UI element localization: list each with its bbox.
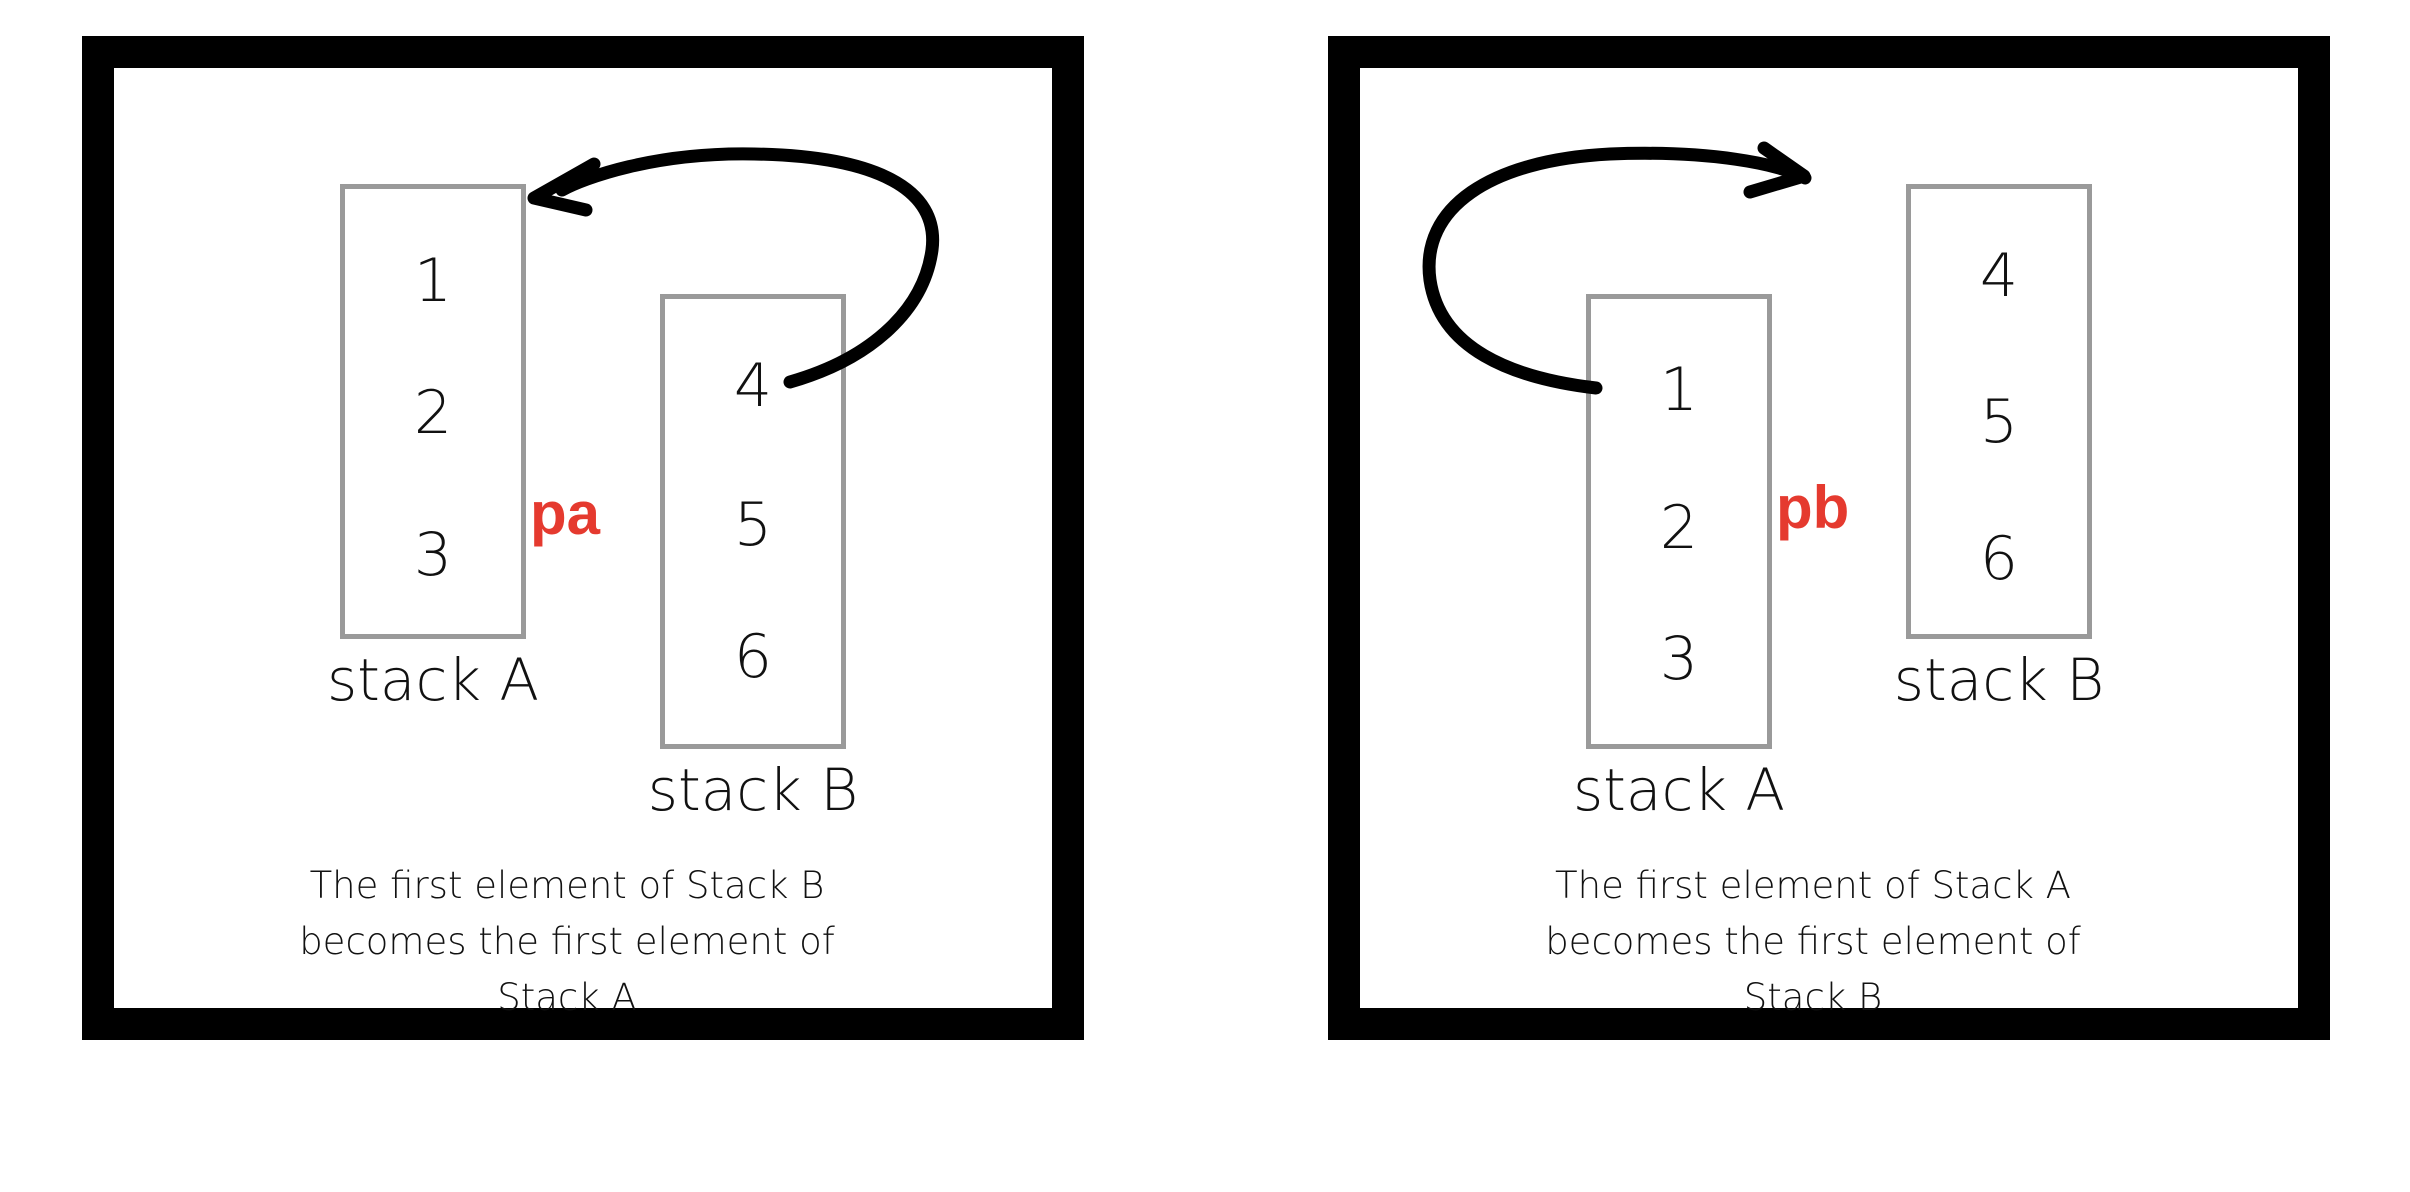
stack-b-item-1: 4 xyxy=(733,351,773,421)
stack-a-label: stack A xyxy=(326,646,540,714)
diagram-panel-pa: 1 2 3 stack A pa 4 5 6 stack B The first… xyxy=(82,36,1084,1040)
stack-b-item-3: 6 xyxy=(1979,524,2019,594)
caption-line-2: becomes the first element of xyxy=(299,920,835,963)
stack-b-item-2: 5 xyxy=(733,490,773,560)
curved-arrow-icon xyxy=(527,147,940,389)
curved-arrow-icon xyxy=(1422,141,1812,395)
operation-label: pa xyxy=(530,480,601,547)
caption: The first element of Stack A becomes the… xyxy=(1513,858,2113,1026)
stack-b-item-2: 5 xyxy=(1979,387,2019,457)
stack-a-item-2: 2 xyxy=(1659,493,1699,563)
caption-line-3: Stack B xyxy=(1743,976,1883,1019)
stack-a-box: 1 2 3 xyxy=(340,184,526,639)
caption-line-2: becomes the first element of xyxy=(1545,920,2081,963)
stack-b-label: stack B xyxy=(1893,646,2105,714)
caption-line-1: The first element of Stack B xyxy=(309,864,825,907)
stack-b-label: stack B xyxy=(647,756,859,824)
caption-line-1: The first element of Stack A xyxy=(1555,864,2071,907)
stack-a-box: 1 2 3 xyxy=(1586,294,1772,749)
caption: The first element of Stack B becomes the… xyxy=(267,858,867,1026)
stack-a-item-1: 1 xyxy=(413,246,453,316)
stack-a-item-2: 2 xyxy=(413,378,453,448)
diagram-panel-pb: 1 2 3 stack A pb 4 5 6 stack B The first… xyxy=(1328,36,2330,1040)
stack-a-item-3: 3 xyxy=(1659,624,1699,694)
stack-a-label: stack A xyxy=(1572,756,1786,824)
stack-b-item-1: 4 xyxy=(1979,241,2019,311)
stack-a-item-1: 1 xyxy=(1659,355,1699,425)
caption-line-3: Stack A xyxy=(497,976,637,1019)
stack-a-item-3: 3 xyxy=(413,520,453,590)
stack-b-item-3: 6 xyxy=(733,622,773,692)
stack-b-box: 4 5 6 xyxy=(1906,184,2092,639)
operation-label: pb xyxy=(1776,474,1850,541)
